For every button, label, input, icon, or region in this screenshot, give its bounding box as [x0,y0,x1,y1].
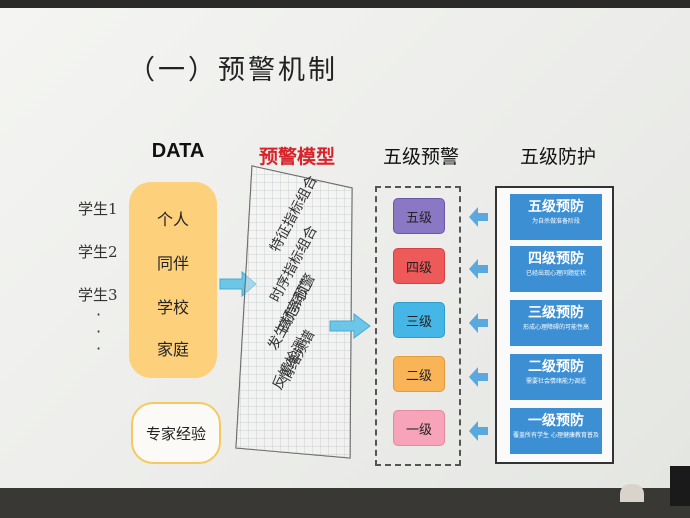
level-three: 三级 [393,302,445,338]
protection-four-title: 四级预防 [528,251,584,267]
protection-five-title: 五级预防 [528,199,584,215]
protection-one-desc: 覆盖所有学生 心理健康教育普及 [513,432,599,439]
stage-floor [0,488,690,518]
data-item-peer: 同伴 [156,254,189,273]
data-item-school: 学校 [156,298,189,317]
data-item-individual: 个人 [156,210,189,229]
model-grid [235,165,353,459]
data-item-family: 家庭 [156,340,189,359]
level-four: 四级 [393,248,445,284]
page-title: （一）预警机制 [128,55,338,86]
arrow-left-icon [469,421,488,441]
foreground-object [670,466,690,506]
level-two: 二级 [393,356,445,392]
student-ellipsis: ··· [96,305,102,358]
protection-three: 三级预防 形成心理障碍的可能性高 [510,300,602,346]
protection-one: 一级预防 覆盖所有学生 心理健康教育普及 [510,408,602,454]
data-header: DATA [151,140,205,162]
arrow-left-icon [469,313,488,333]
protection-five-desc: 为自杀做准备阶段 [531,218,580,225]
protection-two: 二级预防 需要社会情绪能力调适 [510,354,602,400]
protection-two-title: 二级预防 [528,359,584,375]
student-3: 学生3 [78,286,118,304]
protection-four: 四级预防 已经出现心理问题症状 [510,246,602,292]
student-2: 学生2 [78,243,118,261]
protection-two-desc: 需要社会情绪能力调适 [525,378,586,385]
arrow-left-icon [469,207,488,227]
slide: （一）预警机制 DATA 预警模型 五级预警 五级防护 学生1 学生2 学生3 … [0,8,690,488]
warning-levels-frame [375,186,461,466]
protection-five: 五级预防 为自杀做准备阶段 [510,194,602,240]
protection-three-desc: 形成心理障碍的可能性高 [522,324,589,331]
expert-experience-box: 专家经验 [131,402,221,464]
audience-head-shape [620,484,644,502]
data-sources-box: 个人 同伴 学校 家庭 [129,182,217,378]
model-header: 预警模型 [258,146,335,168]
level-one: 一级 [393,410,445,446]
arrow-model-to-levels-icon [329,313,371,339]
protection-four-desc: 已经出现心理问题症状 [525,270,586,277]
protection-three-title: 三级预防 [528,305,584,321]
protection-header: 五级防护 [519,146,596,168]
arrow-left-icon [469,259,488,279]
student-1: 学生1 [78,200,118,218]
level-five: 五级 [393,198,445,234]
protection-one-title: 一级预防 [528,413,584,429]
arrow-left-icon [469,367,488,387]
warning-header: 五级预警 [382,146,459,168]
